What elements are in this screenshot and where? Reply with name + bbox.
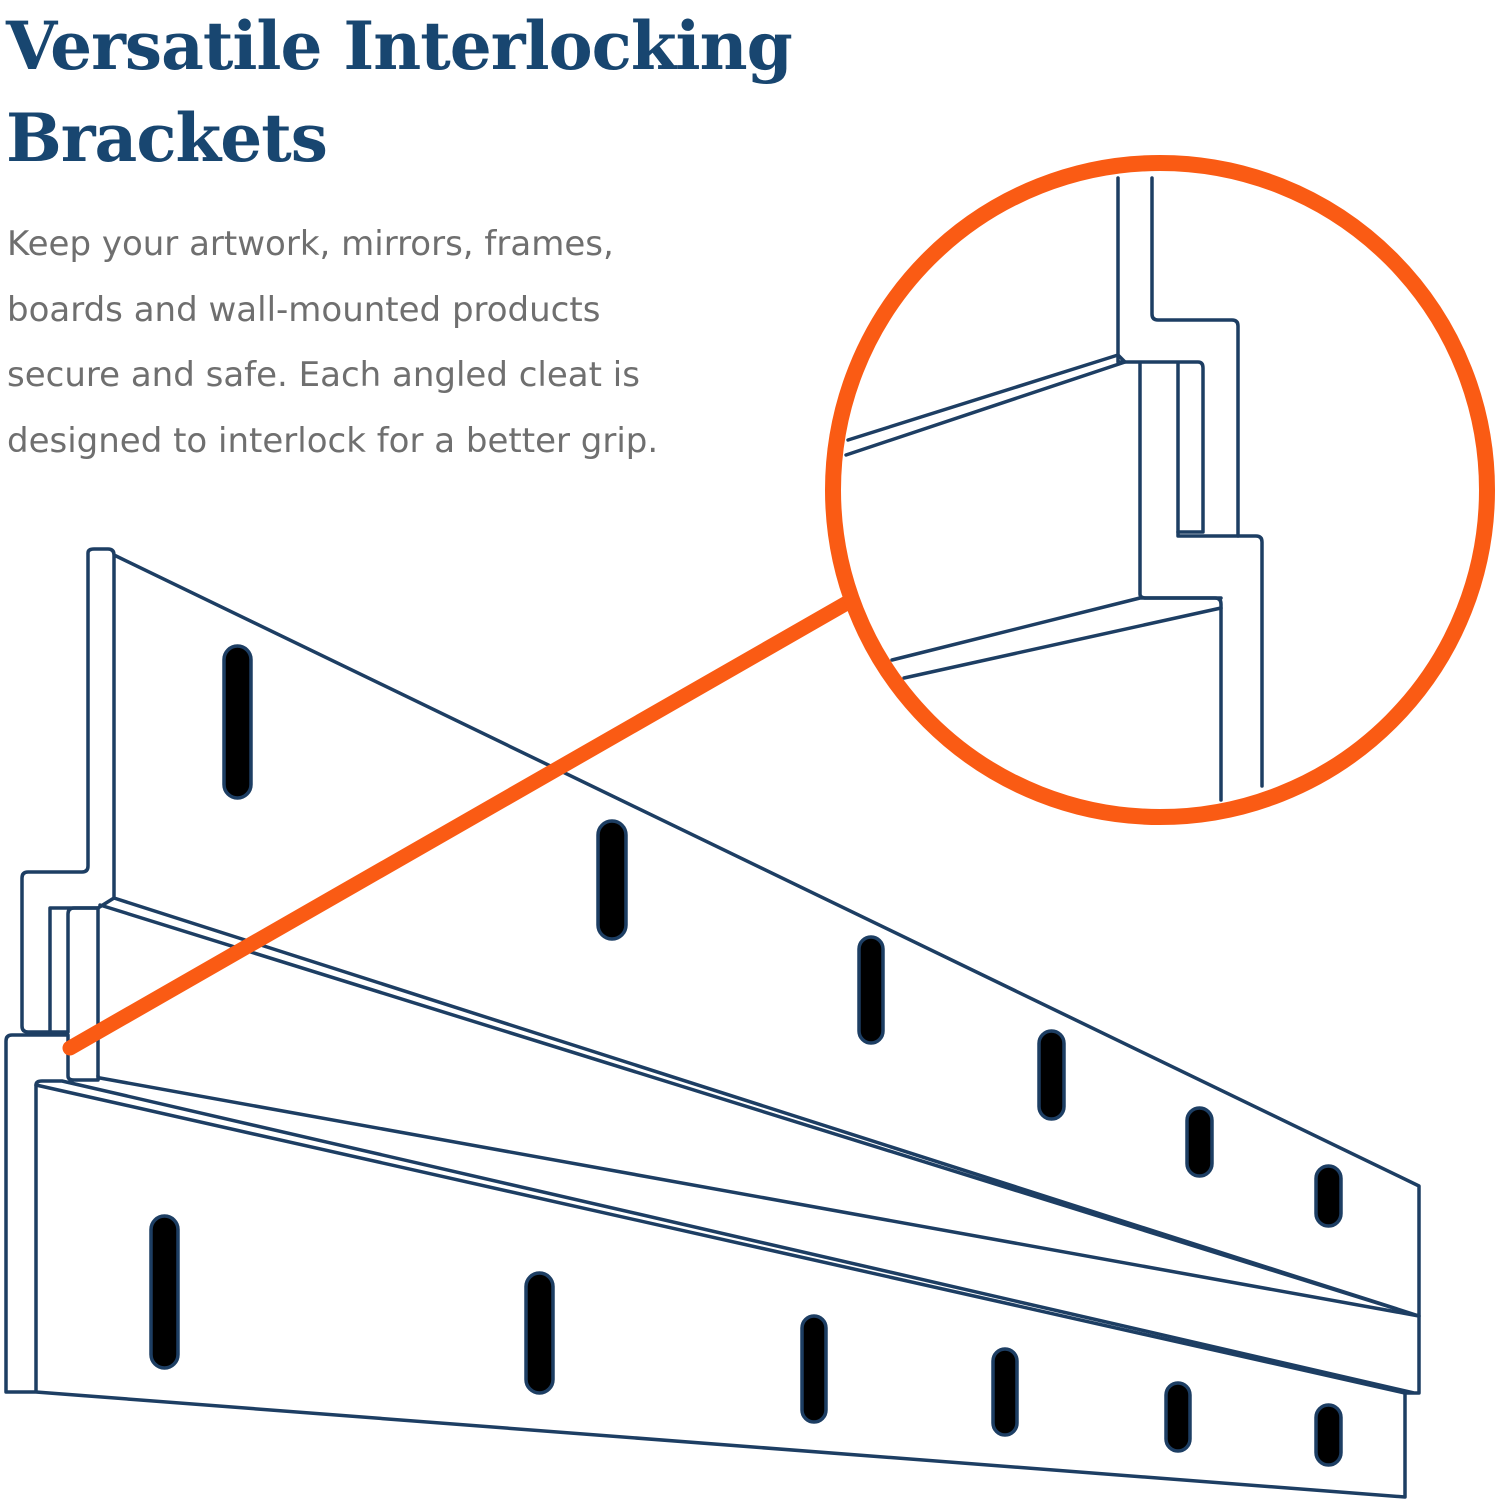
lower-cleat-slot-4: [991, 1347, 1019, 1437]
zoom-inner-profile: [1138, 362, 1240, 802]
description-line-3: secure and safe. Each angled cleat is: [7, 355, 640, 395]
upper-cleat-slot-6: [1314, 1164, 1343, 1228]
description: Keep your artwork, mirrors, frames, boar…: [7, 212, 727, 474]
lower-cleat-slot-2: [524, 1271, 555, 1395]
zoom-upper-cleat-profile: [1116, 176, 1264, 788]
lower-cleat-slot-5: [1164, 1381, 1192, 1453]
zoom-lower-bevel: [890, 596, 1223, 680]
lower-cleat: [4, 1033, 1421, 1499]
upper-cleat-slot-5: [1185, 1106, 1214, 1178]
headline-line-1: Versatile Interlocking: [6, 7, 793, 85]
lower-cleat-slot-6: [1314, 1403, 1343, 1467]
lower-cleat-slot-3: [800, 1314, 828, 1424]
upper-cleat: [20, 547, 1421, 1318]
lower-cleat-slot-1: [149, 1214, 180, 1370]
headline-line-2: Brackets: [6, 99, 328, 177]
upper-cleat-slot-2: [596, 819, 628, 941]
upper-cleat-slot-1: [222, 644, 253, 800]
lower-cleat-outline: [4, 1033, 1421, 1499]
zoom-detail: [844, 176, 1264, 802]
callout-pointer-line: [62, 592, 860, 1056]
upper-cleat-outline: [20, 547, 1421, 1318]
headline: Versatile Interlocking Brackets: [6, 0, 906, 184]
description-line-2: boards and wall-mounted products: [7, 289, 601, 330]
upper-cleat-inner-edge: [48, 906, 100, 1034]
lower-cleat-lip: [34, 1083, 1407, 1395]
upper-cleat-slot-3: [857, 935, 885, 1045]
description-line-4: designed to interlock for a better grip.: [7, 420, 659, 461]
description-line-1: Keep your artwork, mirrors, frames,: [7, 224, 614, 264]
zoom-upper-bevel: [844, 353, 1127, 457]
upper-cleat-slot-4: [1037, 1029, 1066, 1121]
magnifier-circle: [825, 155, 1495, 825]
